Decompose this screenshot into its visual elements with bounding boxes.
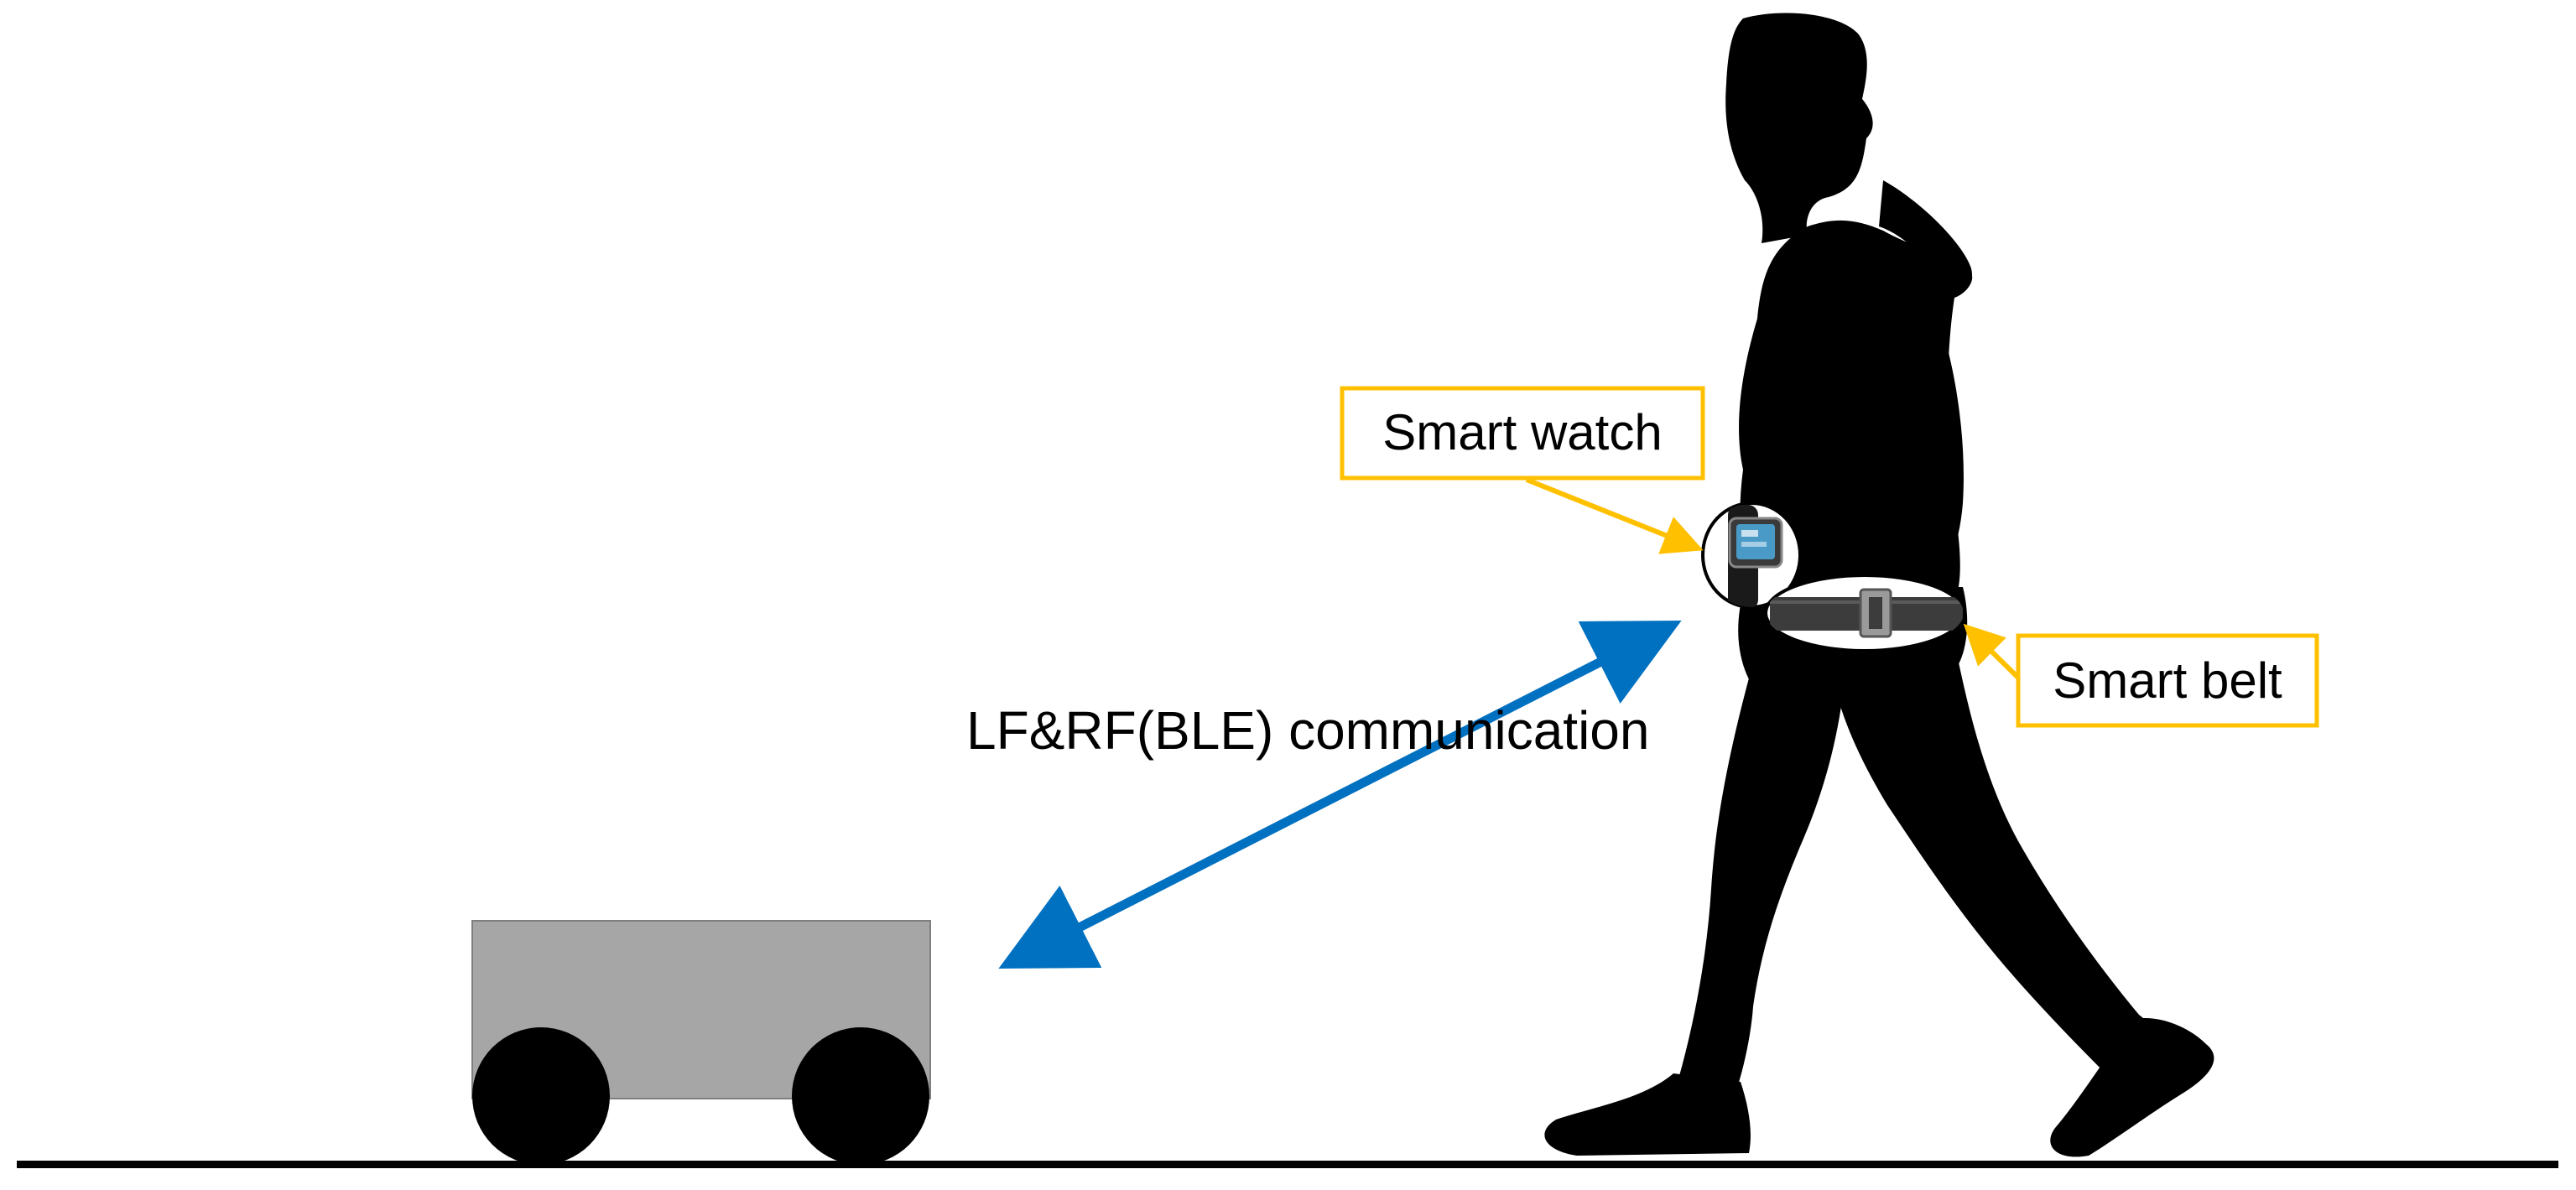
smart-belt-icon xyxy=(1764,574,1965,652)
communication-arrow xyxy=(998,621,1682,969)
robot-cart xyxy=(471,920,931,1165)
cart-wheel-left xyxy=(472,1027,610,1165)
smart-watch-callout: Smart watch xyxy=(1340,386,1705,554)
cart-wheel-right xyxy=(792,1027,929,1165)
smart-watch-icon xyxy=(1701,501,1802,609)
communication-label: LF&RF(BLE) communication xyxy=(966,700,1649,761)
smart-watch-label-box xyxy=(1340,386,1705,481)
smart-belt-label-box xyxy=(2016,633,2319,728)
smart-watch-label: Smart watch xyxy=(1382,404,1662,460)
smart-belt-label: Smart belt xyxy=(2053,652,2282,709)
ground-line xyxy=(17,1161,2558,1168)
smart-belt-callout: Smart belt xyxy=(1963,623,2319,728)
